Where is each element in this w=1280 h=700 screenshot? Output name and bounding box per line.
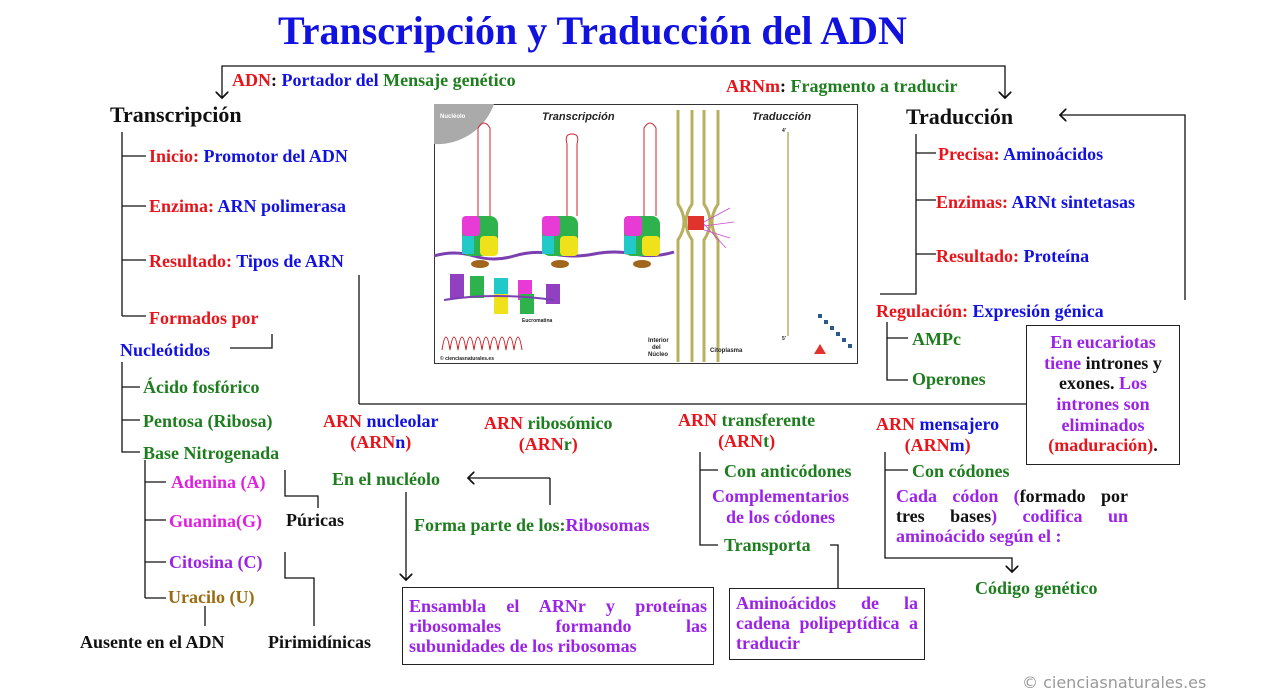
arn-mensajero: ARN mensajero (ARNm) [876, 414, 1000, 455]
en-el-nucleolo: En el nucléolo [332, 469, 441, 489]
codigo-genetico: Código genético [975, 578, 1098, 598]
resultado-item: Resultado: Tipos de ARN [149, 251, 344, 271]
illus-citoplasma: Citoplasma [710, 348, 743, 354]
ausente-adn: Ausente en el ADN [80, 632, 225, 652]
illus-interior-1: Interior [648, 338, 669, 344]
cada-codon: Cada códon (formado por tres bases) codi… [896, 486, 1128, 547]
transcripcion-heading: Transcripción [110, 102, 242, 127]
illus-copyright: © cienciasnaturales.es [440, 355, 494, 362]
illus-interior-2: del [652, 345, 661, 351]
traduccion-heading: Traducción [906, 104, 1014, 129]
illus-mark-4: 4' [782, 128, 786, 134]
page-title: Transcripción y Traducción del ADN [278, 8, 907, 53]
arn-transferente: ARN transferente (ARNt) [678, 410, 816, 451]
con-codones: Con códones [912, 461, 1010, 481]
adn-label: ADN [232, 70, 271, 90]
forma-parte: Forma parte de los:Ribosomas [414, 515, 650, 535]
ensambla-box: Ensambla el ARNr y proteínas ribosomales… [402, 587, 714, 665]
illus-mark-5: 5' [782, 336, 786, 342]
inicio-item: Inicio: Promotor del ADN [149, 146, 348, 166]
illus-nucleolo: Nucléolo [440, 114, 466, 120]
adenina: Adenina (A) [171, 472, 266, 492]
con-anticodones: Con anticódones [724, 461, 852, 481]
puricas: Púricas [286, 510, 344, 530]
regulacion-item: Regulación: Expresión génica [876, 301, 1104, 321]
transporta: Transporta [724, 535, 811, 555]
base-nitrogenada: Base Nitrogenada [143, 443, 280, 463]
acido-fosforico: Ácido fosfórico [143, 377, 260, 397]
formados-por: Formados por [149, 308, 259, 328]
footer-copyright: © cienciasnaturales.es [1022, 673, 1207, 692]
citosina: Citosina (C) [169, 552, 263, 572]
enzimas-item: Enzimas: ARNt sintetasas [936, 192, 1136, 212]
arn-ribosomico: ARN ribosómico (ARNr) [484, 413, 613, 454]
precisa-item: Precisa: Aminoácidos [938, 144, 1104, 164]
operones: Operones [912, 369, 986, 389]
pentosa: Pentosa (Ribosa) [143, 411, 273, 431]
adn-header: ADN: Portador del Mensaje genético [232, 70, 516, 90]
illus-interior-3: Núcleo [648, 352, 668, 358]
nucleotidos: Nucleótidos [120, 340, 210, 360]
ampc: AMPc [912, 329, 961, 349]
eucariotas-box: En eucariotas tiene intrones y exones. L… [1026, 325, 1180, 465]
enzima-item: Enzima: ARN polimerasa [149, 196, 347, 216]
illus-transcripcion: Transcripción [542, 111, 615, 123]
arn-nucleolar: ARN nucleolar (ARNn) [323, 411, 439, 452]
illus-traduccion: Traducción [752, 111, 811, 123]
transcription-translation-illustration: Nucléolo Transcripción Traducción [434, 104, 858, 364]
complementarios: Complementarios de los códones [712, 486, 849, 527]
pirimidinicas: Pirimidínicas [268, 632, 371, 652]
arnm-header: ARNm: Fragmento a traducir [726, 76, 958, 96]
guanina: Guanina(G) [169, 511, 263, 531]
uracilo: Uracilo (U) [168, 587, 255, 607]
aminoacidos-box: Aminoácidos de la cadena polipeptídica a… [729, 588, 925, 660]
illus-eucromatina: Eucromatina [522, 318, 553, 324]
resultado-traduccion-item: Resultado: Proteína [936, 246, 1090, 266]
